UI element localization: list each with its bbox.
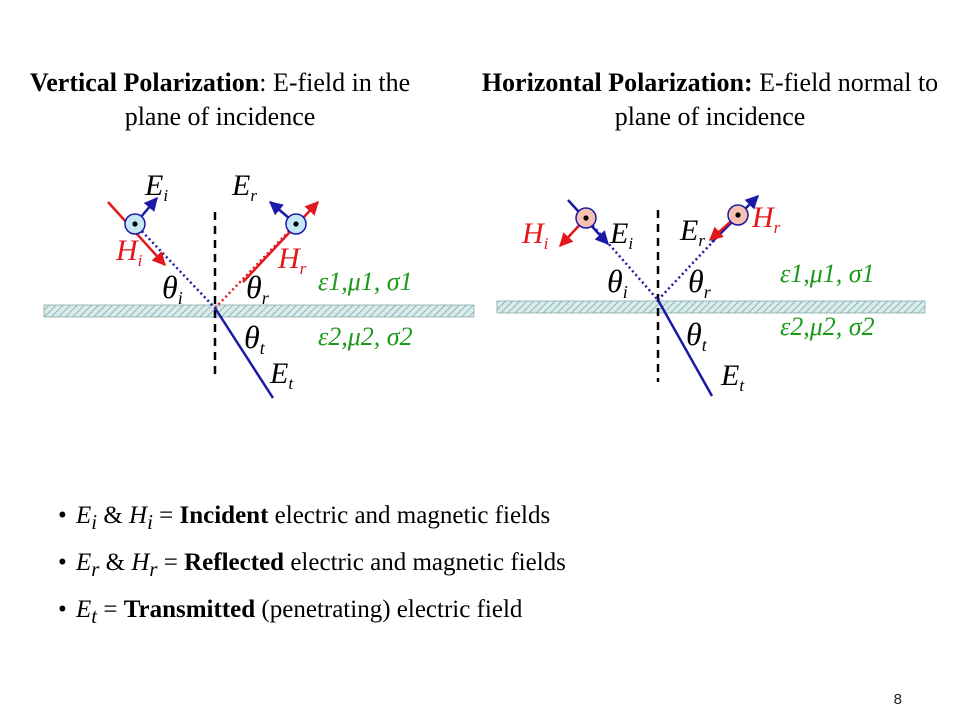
media-lower-label: ε2,μ2, σ2: [318, 322, 413, 351]
equals: =: [157, 549, 185, 576]
label-theta-reflected: θr: [246, 269, 270, 308]
vertical-polarization-diagram: Ei Er Hi Hr θi θr θt Et ε1,μ1, σ1 ε2,μ2,…: [43, 169, 475, 399]
label-h-incident: Hi: [115, 234, 143, 270]
label-h-reflected: Hr: [751, 201, 781, 237]
heading-horizontal-rest: E-field normal to plane of incidence: [614, 68, 939, 131]
symbol-subscript: r: [149, 557, 158, 581]
label-e-reflected: Er: [231, 169, 257, 205]
symbol-subscript: i: [147, 510, 153, 534]
incident-ray-dotted: [134, 223, 216, 309]
symbol-e: E: [76, 549, 92, 576]
definition-text: electric and magnetic fields: [268, 502, 551, 529]
label-h-incident: Hi: [521, 217, 549, 253]
label-theta-transmitted: θt: [244, 319, 266, 358]
label-e-transmitted: Et: [269, 357, 294, 393]
equals: =: [97, 596, 124, 623]
h-reflected-arrow: [242, 200, 319, 283]
symbol-e: E: [76, 502, 92, 529]
symbol-subscript: r: [91, 557, 100, 581]
media-upper-label: ε1,μ1, σ1: [318, 267, 413, 296]
heading-horizontal-polarization: Horizontal Polarization: E-field normal …: [470, 66, 950, 134]
interface-boundary: [43, 304, 475, 318]
interface-boundary: [496, 300, 926, 314]
transmitted-ray: [656, 299, 714, 397]
transmitted-ray: [213, 307, 275, 399]
symbol-h: H: [129, 502, 148, 529]
label-theta-reflected: θr: [688, 263, 712, 302]
horizontal-polarization-diagram: Hi Ei Er Hr θi θr θt Et ε1,μ1, σ1 ε2,μ2,…: [496, 195, 926, 397]
symbol-subscript: i: [91, 510, 98, 534]
label-e-transmitted: Et: [720, 359, 745, 395]
media-lower-label: ε2,μ2, σ2: [780, 312, 875, 341]
heading-vertical-polarization: Vertical Polarization: E-field in the pl…: [0, 66, 440, 134]
symbol-e: E: [76, 596, 92, 623]
label-e-incident: Ei: [144, 169, 168, 205]
definition-text: (penetrating) electric field: [255, 596, 523, 623]
out-of-page-dot-icon: [132, 221, 138, 227]
label-theta-incident: θi: [162, 269, 183, 308]
ampersand: &: [99, 549, 132, 576]
term-bold: Reflected: [184, 549, 285, 576]
out-of-page-dot-icon: [735, 212, 741, 218]
term-bold: Transmitted: [123, 596, 256, 623]
incident-ray-dotted: [585, 217, 659, 301]
label-theta-incident: θi: [607, 263, 628, 302]
bullet-dot: •: [58, 502, 67, 529]
heading-vertical-rest: : E-field in the plane of incidence: [124, 68, 411, 131]
ampersand: &: [97, 502, 130, 529]
term-bold: Incident: [179, 502, 269, 529]
list-item: • Et = Transmitted (penetrating) electric…: [58, 590, 566, 637]
list-item: • Er & Hr = Reflected electric and magnet…: [58, 543, 566, 590]
label-h-reflected: Hr: [277, 242, 307, 278]
symbol-subscript: t: [91, 604, 98, 628]
bullet-dot: •: [58, 596, 67, 623]
equals: =: [152, 502, 180, 529]
media-upper-label: ε1,μ1, σ1: [780, 259, 875, 288]
page-number: 8: [893, 691, 902, 708]
label-e-incident: Ei: [609, 217, 633, 253]
list-item: • Ei & Hi = Incident electric and magneti…: [58, 496, 566, 543]
bullet-dot: •: [58, 549, 67, 576]
label-e-reflected: Er: [679, 214, 705, 250]
out-of-page-dot-icon: [583, 215, 589, 221]
definition-text: electric and magnetic fields: [284, 549, 566, 576]
out-of-page-dot-icon: [293, 221, 299, 227]
label-theta-transmitted: θt: [686, 316, 708, 355]
symbol-h: H: [131, 549, 150, 576]
heading-horizontal-strong: Horizontal Polarization:: [481, 68, 753, 97]
heading-vertical-strong: Vertical Polarization: [29, 68, 260, 97]
definition-list: • Ei & Hi = Incident electric and magneti…: [58, 496, 566, 637]
